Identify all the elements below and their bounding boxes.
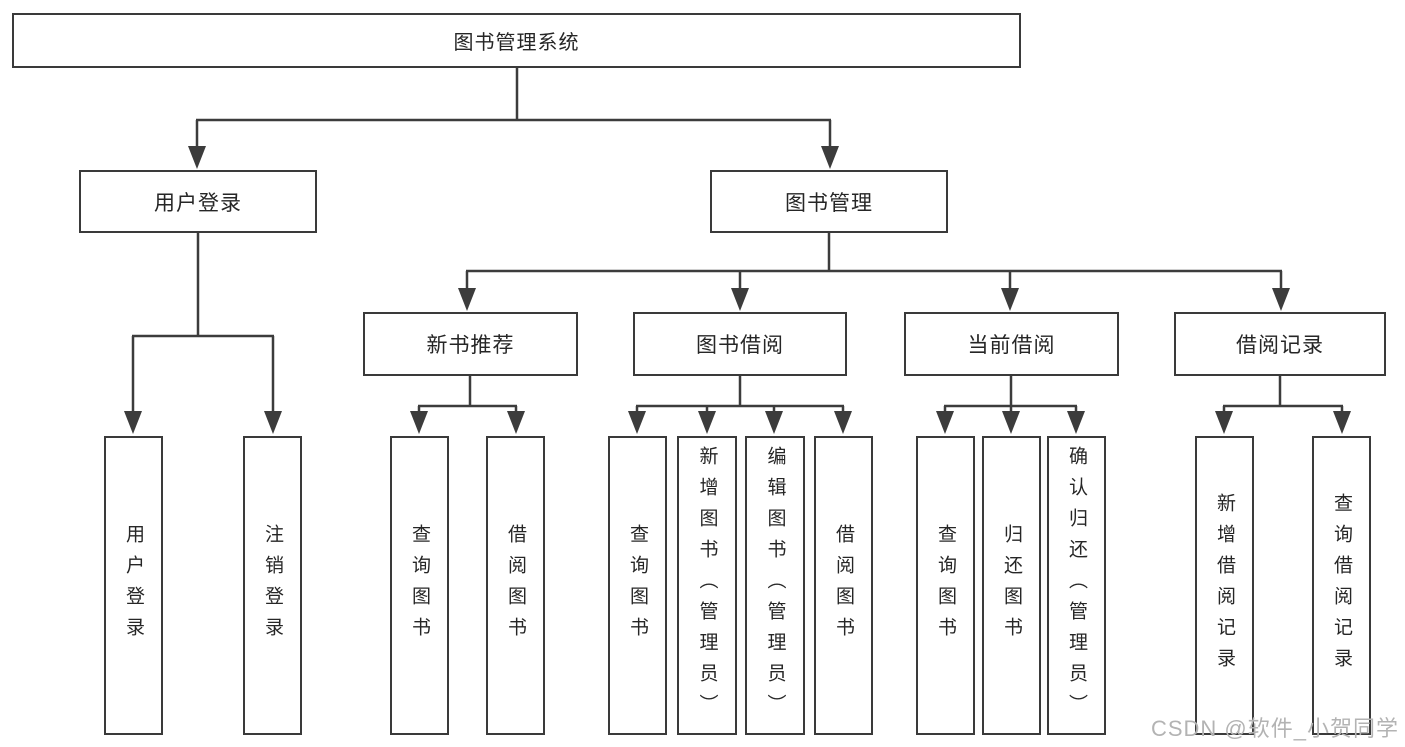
- node-label: 图书借阅: [696, 334, 784, 357]
- node-borrowing-records: 借阅记录: [1174, 312, 1386, 376]
- node-label: 新增借阅记录: [1214, 492, 1235, 679]
- node-label: 图书管理: [785, 191, 873, 215]
- node-book-management: 图书管理: [710, 170, 948, 233]
- node-label: 查询图书: [935, 523, 956, 648]
- leaf-query-books-borrowing: 查询图书: [608, 436, 667, 735]
- leaf-borrow-books: 借阅图书: [814, 436, 873, 735]
- leaf-query-borrowing-record: 查询借阅记录: [1312, 436, 1371, 735]
- leaf-add-borrowing-record: 新增借阅记录: [1195, 436, 1254, 735]
- node-label: 编辑图书（管理员）: [764, 446, 786, 725]
- leaf-confirm-return-admin: 确认归还（管理员）: [1047, 436, 1106, 735]
- leaf-query-books-recommend: 查询图书: [390, 436, 449, 735]
- node-label: 查询图书: [409, 523, 430, 648]
- leaf-return-books: 归还图书: [982, 436, 1041, 735]
- node-label: 当前借阅: [967, 334, 1056, 357]
- node-label: 借阅图书: [505, 523, 526, 648]
- node-current-borrowing: 当前借阅: [904, 312, 1119, 376]
- node-label: 借阅记录: [1236, 334, 1324, 357]
- node-label: 查询借阅记录: [1331, 492, 1352, 679]
- node-label: 借阅图书: [833, 523, 854, 648]
- node-label: 用户登录: [123, 523, 144, 648]
- node-label: 用户登录: [154, 191, 242, 215]
- leaf-query-books-current: 查询图书: [916, 436, 975, 735]
- node-new-book-recommend: 新书推荐: [363, 312, 578, 376]
- leaf-add-books-admin: 新增图书（管理员）: [677, 436, 737, 735]
- node-label: 归还图书: [1001, 523, 1022, 648]
- node-user-login: 用户登录: [79, 170, 317, 233]
- node-label: 图书管理系统: [453, 32, 580, 54]
- leaf-borrow-books-recommend: 借阅图书: [486, 436, 545, 735]
- node-label: 查询图书: [627, 523, 648, 648]
- leaf-user-login: 用户登录: [104, 436, 163, 735]
- csdn-watermark: CSDN @软件_小贺同学: [1150, 716, 1399, 741]
- node-label: 新书推荐: [426, 334, 515, 357]
- node-book-borrowing: 图书借阅: [633, 312, 847, 376]
- node-library-management-system: 图书管理系统: [12, 13, 1021, 68]
- leaf-logout: 注销登录: [243, 436, 302, 735]
- leaf-edit-books-admin: 编辑图书（管理员）: [745, 436, 805, 735]
- node-label: 确认归还（管理员）: [1066, 446, 1087, 725]
- node-label: 注销登录: [262, 523, 283, 648]
- node-label: 新增图书（管理员）: [696, 446, 718, 725]
